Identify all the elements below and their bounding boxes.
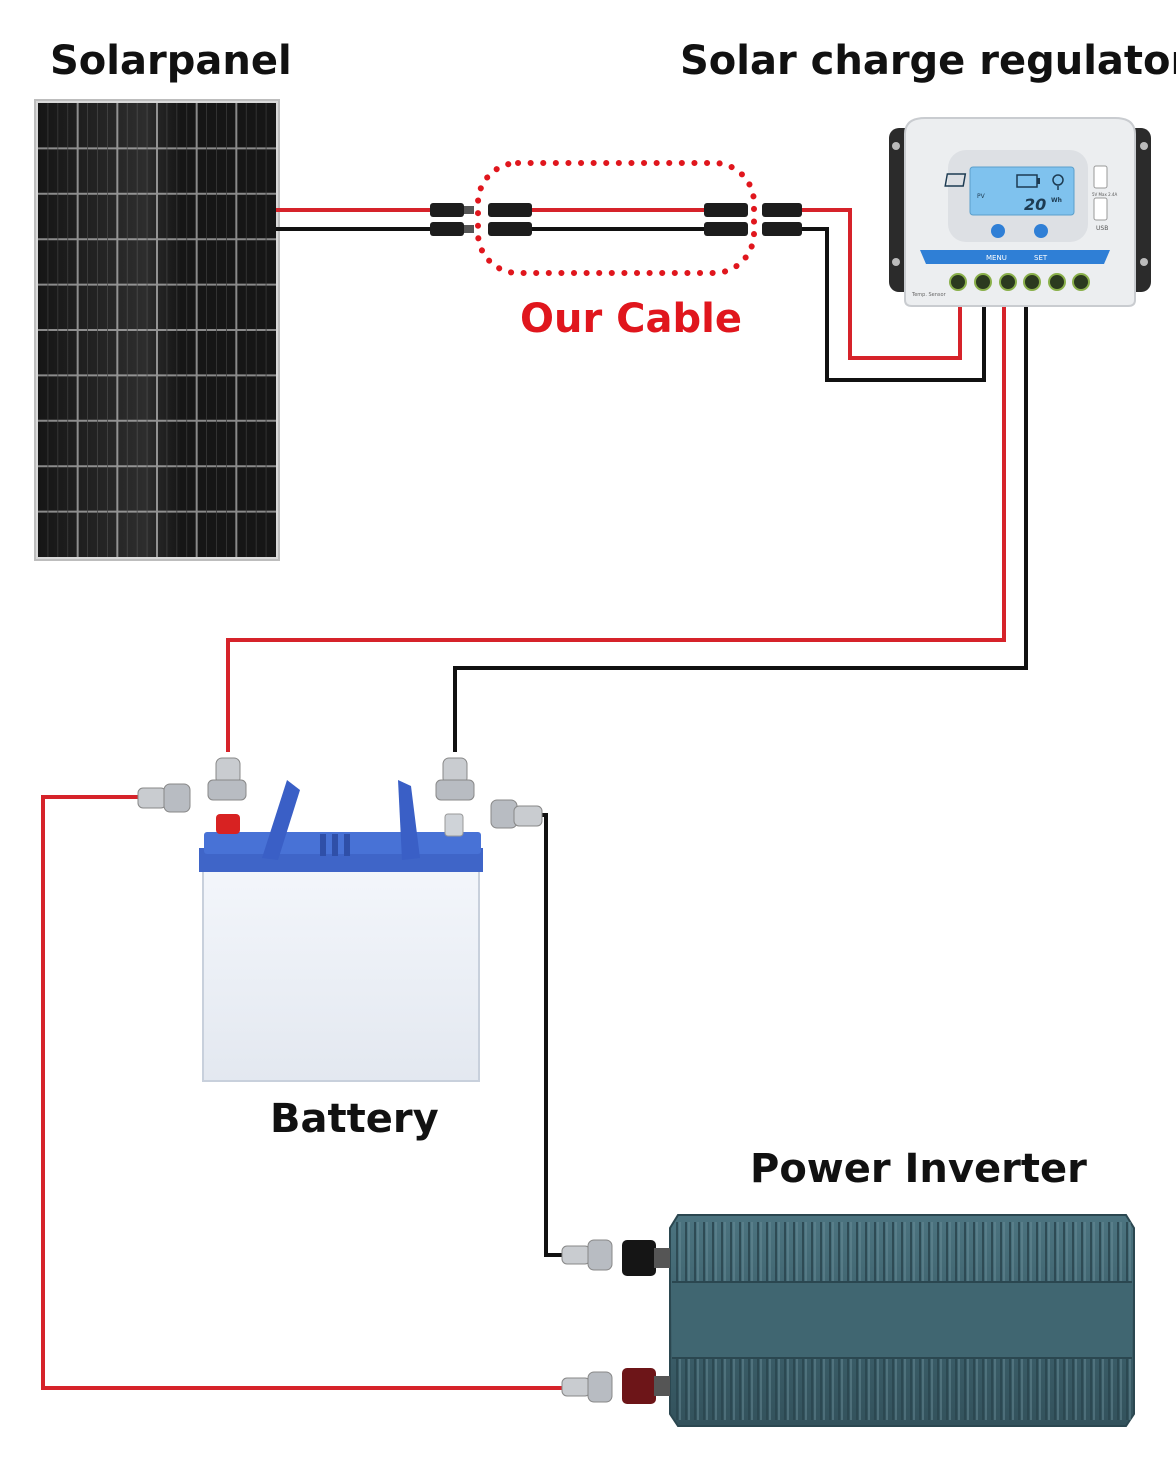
- battery: [199, 780, 483, 1082]
- cable-label: Our Cable: [520, 296, 742, 342]
- usb-rating-label: 5V Max 2.4A: [1092, 192, 1117, 197]
- ring-terminal-clamp: [490, 799, 543, 829]
- menu-button-label: MENU: [986, 254, 1007, 262]
- charge-regulator: PV 20 Wh 5V Max 2.4A USB MENU SET: [889, 117, 1151, 307]
- battery-positive-wire: [226, 300, 1006, 752]
- lcd-value: 20: [1024, 195, 1046, 214]
- power-inverter: [669, 1214, 1135, 1427]
- ring-terminal-clamp: [435, 757, 475, 801]
- battery-negative-post: [444, 813, 464, 837]
- lcd-unit: Wh: [1051, 197, 1062, 204]
- regulator-terminals: [949, 273, 1090, 291]
- mc4-connector: [430, 203, 474, 236]
- mc4-connector: [488, 203, 532, 236]
- ring-terminal-clamp: [137, 783, 191, 813]
- ring-terminal-clamp: [561, 1371, 613, 1403]
- inverter-positive-terminal: [622, 1368, 670, 1404]
- solar-panel: [34, 99, 280, 561]
- pv-positive-wire: [276, 208, 962, 360]
- battery-negative-wire: [453, 300, 1028, 752]
- inverter-positive-wire: [41, 795, 568, 1390]
- battery-handle: [398, 780, 420, 860]
- lcd-pv-label: PV: [977, 193, 986, 200]
- ring-terminal-clamp: [207, 757, 247, 801]
- temp-sensor-label: Temp. Sensor: [911, 292, 947, 298]
- usb-ports: [1093, 165, 1108, 221]
- usb-label: USB: [1096, 225, 1108, 232]
- menu-button[interactable]: [991, 224, 1005, 238]
- ring-terminal-clamp: [561, 1239, 613, 1271]
- bulb-icon: [1052, 174, 1064, 190]
- inverter-negative-terminal: [622, 1240, 670, 1276]
- battery-positive-post: [216, 814, 240, 834]
- pv-negative-wire: [276, 227, 986, 382]
- set-button[interactable]: [1034, 224, 1048, 238]
- set-button-label: SET: [1034, 254, 1048, 262]
- pv-panel-icon: [944, 173, 967, 187]
- regulator-lcd: [969, 166, 1075, 216]
- inverter-negative-wire: [530, 813, 568, 1257]
- battery-icon: [1016, 174, 1040, 188]
- battery-vent-ridges: [320, 834, 350, 856]
- inverter-label: Power Inverter: [750, 1146, 1087, 1192]
- mc4-connector: [762, 203, 802, 236]
- cable-highlight-outline: [475, 160, 757, 276]
- solar-panel-label: Solarpanel: [50, 38, 292, 84]
- charge-regulator-label: Solar charge regulators: [680, 38, 1176, 84]
- battery-label: Battery: [270, 1096, 439, 1142]
- mc4-connector: [704, 203, 748, 236]
- battery-handle: [262, 780, 300, 860]
